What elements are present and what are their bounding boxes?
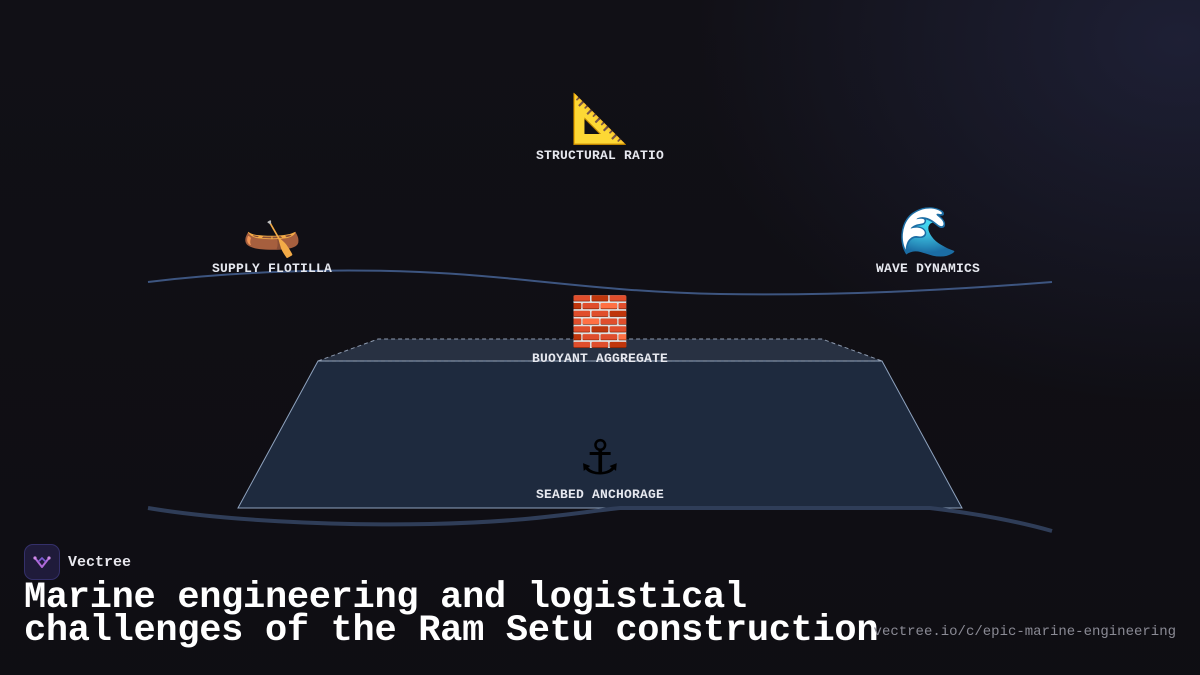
node-seabed-anchorage: ⚓ SEABED ANCHORAGE [536, 431, 664, 502]
title-line-1: Marine engineering and logistical [24, 577, 747, 619]
bridge-body [237, 360, 963, 509]
brand[interactable]: Vectree [24, 544, 131, 580]
node-buoyant-aggregate: 🧱 BUOYANT AGGREGATE [532, 295, 668, 366]
water-wave-icon: 🌊 [898, 204, 958, 260]
page-title: Marine engineering and logistical challe… [24, 577, 884, 652]
triangular-ruler-icon: 📐 [570, 91, 630, 147]
node-label: STRUCTURAL RATIO [535, 148, 665, 163]
node-label: SEABED ANCHORAGE [535, 487, 665, 502]
node-supply-flotilla: 🛶 SUPPLY FLOTILLA [212, 205, 332, 276]
node-label: BUOYANT AGGREGATE [531, 351, 669, 366]
node-label: WAVE DYNAMICS [875, 261, 981, 276]
vectree-logo-icon [24, 544, 60, 580]
node-structural-ratio: 📐 STRUCTURAL RATIO [536, 92, 664, 163]
brand-name: Vectree [68, 553, 132, 571]
brick-icon: 🧱 [570, 294, 630, 350]
anchor-icon: ⚓ [578, 430, 622, 486]
canoe-icon: 🛶 [242, 204, 302, 260]
node-wave-dynamics: 🌊 WAVE DYNAMICS [876, 205, 980, 276]
waterline [147, 269, 1053, 296]
seabed-line [147, 506, 1053, 533]
title-line-2: challenges of the Ram Setu construction [24, 610, 879, 652]
source-url[interactable]: vectree.io/c/epic-marine-engineering [873, 624, 1176, 640]
node-label: SUPPLY FLOTILLA [211, 261, 333, 276]
